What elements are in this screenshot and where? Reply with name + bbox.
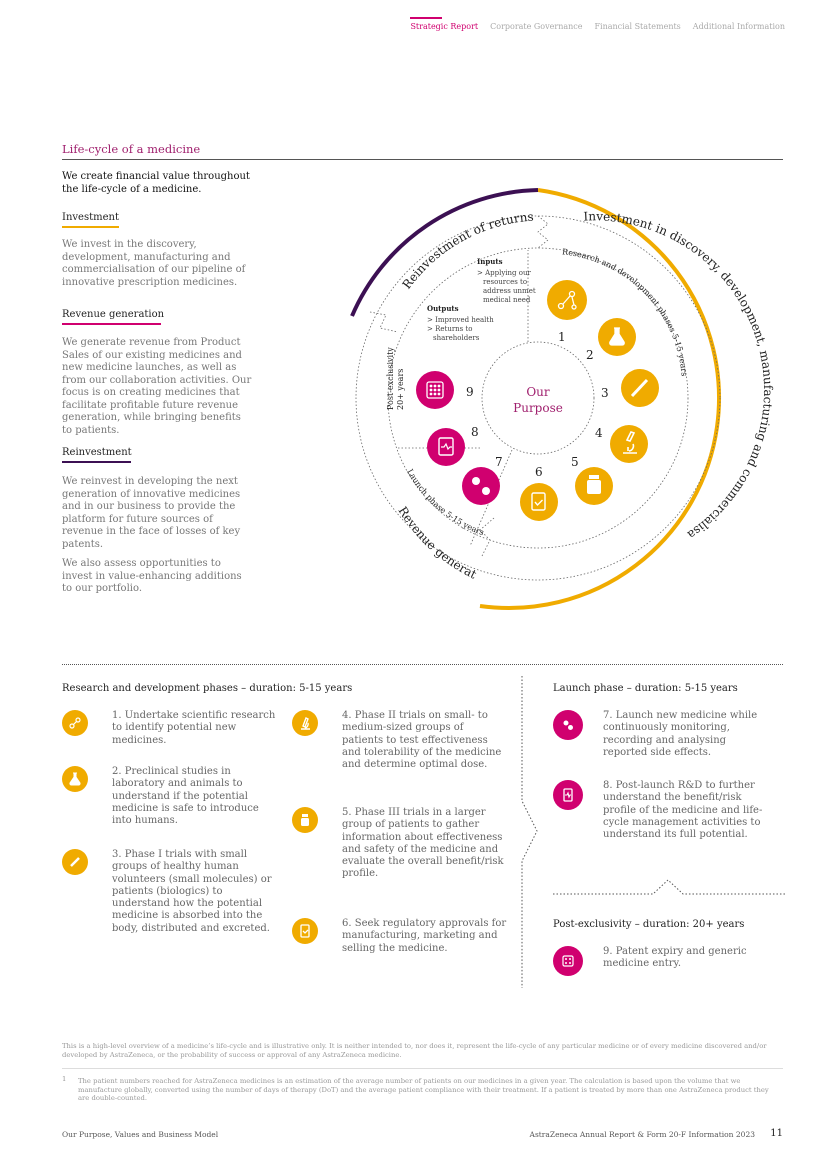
revenue-heading: Revenue generation — [62, 309, 165, 320]
stage-number-7: 7 — [495, 455, 503, 469]
rd-item-5: 5. Phase III trials in a larger group of… — [292, 807, 507, 881]
stage-number-9: 9 — [466, 385, 474, 399]
stage-3-syringe-icon — [621, 369, 659, 407]
revenue-body: We generate revenue from Product Sales o… — [62, 337, 252, 436]
launch-item-8-text: 8. Post-launch R&D to further understand… — [603, 780, 763, 841]
inputs-line-4: medical need — [483, 296, 531, 304]
center-our: Our — [526, 385, 550, 399]
outputs-title: Outputs — [427, 304, 459, 313]
inputs-title: Inputs — [477, 257, 503, 266]
medical-chart-icon — [553, 780, 583, 810]
launch-heading: Launch phase – duration: 5-15 years — [553, 683, 738, 694]
rd-item-1: 1. Undertake scientific research to iden… — [62, 710, 277, 747]
footnote-rule — [62, 1068, 783, 1069]
investment-heading: Investment — [62, 212, 119, 223]
stage-6-approval-document-icon — [520, 483, 558, 521]
footer-right: AstraZeneca Annual Report & Form 20-F In… — [529, 1130, 755, 1139]
flask-icon — [62, 766, 88, 792]
reinvestment-heading: Reinvestment — [62, 447, 132, 458]
inputs-line-2: resources to — [483, 278, 527, 286]
rd-item-2-text: 2. Preclinical studies in laboratory and… — [112, 766, 259, 827]
reinvestment-body-2: We also assess opportunities to invest i… — [62, 558, 242, 594]
stage-number-8: 8 — [471, 425, 479, 439]
rd-item-6-text: 6. Seek regulatory approvals for manufac… — [342, 918, 507, 954]
rd-item-4-text: 4. Phase II trials on small- to medium-s… — [342, 710, 502, 771]
stage-number-1: 1 — [558, 330, 566, 344]
post-heading: Post-exclusivity – duration: 20+ years — [553, 919, 745, 930]
rd-item-1-text: 1. Undertake scientific research to iden… — [112, 710, 276, 746]
investment-arc — [479, 188, 722, 610]
reinvestment-body-1: We reinvest in developing the next gener… — [62, 476, 241, 550]
rd-item-2: 2. Preclinical studies in laboratory and… — [62, 766, 277, 827]
reinvestment-arc — [350, 188, 539, 317]
column-divider — [521, 676, 538, 988]
inputs-line-1: > Applying our — [477, 269, 531, 277]
launch-item-8: 8. Post-launch R&D to further understand… — [553, 780, 773, 841]
outputs-line-1: > Improved health — [427, 316, 494, 324]
stage-number-2: 2 — [586, 348, 594, 362]
reinvestment-underline — [62, 461, 131, 463]
divider-left — [369, 311, 399, 333]
rd-heading: Research and development phases – durati… — [62, 683, 353, 694]
syringe-icon — [62, 849, 88, 875]
stage-number-5: 5 — [571, 455, 579, 469]
stage-5-pill-bottle-icon — [575, 467, 613, 505]
approval-document-icon — [292, 918, 318, 944]
footnote-mark: 1 — [62, 1075, 67, 1083]
stage-number-3: 3 — [601, 386, 609, 400]
outputs-line-3: shareholders — [433, 334, 480, 342]
stage-9-blister-pack-icon — [416, 371, 454, 409]
center-dotted-ring — [481, 341, 595, 455]
stage-4-microscope-icon — [610, 425, 648, 463]
stage-7-pills-icon — [462, 467, 500, 505]
stage-number-4: 4 — [595, 426, 603, 440]
nav-corporate-governance[interactable]: Corporate Governance — [490, 22, 583, 31]
section-title: Life-cycle of a medicine — [62, 142, 201, 156]
center-purpose: Purpose — [513, 401, 563, 415]
phases-top-divider — [62, 664, 783, 665]
ring-label-investment: Investment in discovery, development, ma… — [330, 180, 775, 542]
pill-bottle-icon — [292, 807, 318, 833]
inner-label-post-1: Post-exclusivity — [386, 347, 395, 410]
post-item-9: 9. Patent expiry and generic medicine en… — [553, 946, 773, 976]
section-rule — [62, 159, 783, 160]
revenue-underline — [62, 323, 161, 325]
stage-8-medical-chart-icon — [427, 428, 465, 466]
post-item-9-text: 9. Patent expiry and generic medicine en… — [603, 946, 747, 970]
divider-bottom — [479, 517, 495, 557]
investment-underline — [62, 226, 119, 228]
disclaimer: This is a high-level overview of a medic… — [62, 1042, 767, 1059]
stage-number-6: 6 — [535, 465, 543, 479]
middle-dotted-ring — [387, 247, 689, 549]
microscope-icon — [292, 710, 318, 736]
inner-label-post-2: 20+ years — [396, 369, 405, 410]
nav-financial-statements[interactable]: Financial Statements — [594, 22, 681, 31]
outer-dotted-ring — [355, 215, 721, 581]
footnote-text: The patient numbers reached for AstraZen… — [78, 1077, 769, 1102]
divider-top — [537, 215, 549, 249]
rd-item-3: 3. Phase I trials with small groups of h… — [62, 849, 277, 935]
launch-item-7-text: 7. Launch new medicine while continuousl… — [603, 710, 758, 758]
stage-2-flask-icon — [598, 318, 636, 356]
rd-item-5-text: 5. Phase III trials in a larger group of… — [342, 807, 504, 880]
launch-post-divider — [553, 879, 785, 895]
nav-additional-information[interactable]: Additional Information — [692, 22, 785, 31]
life-cycle-diagram: Reinvestment of returns Investment in di… — [330, 180, 775, 610]
footer-left: Our Purpose, Values and Business Model — [62, 1130, 219, 1139]
page-number: 11 — [770, 1128, 783, 1139]
rd-item-4: 4. Phase II trials on small- to medium-s… — [292, 710, 507, 771]
rd-item-6: 6. Seek regulatory approvals for manufac… — [292, 918, 507, 955]
launch-item-7: 7. Launch new medicine while continuousl… — [553, 710, 773, 759]
nav-strategic-report[interactable]: Strategic Report — [410, 17, 479, 31]
outputs-line-2: > Returns to — [427, 325, 473, 333]
inputs-line-3: address unmet — [483, 287, 536, 295]
rd-item-3-text: 3. Phase I trials with small groups of h… — [112, 849, 272, 934]
pills-icon — [553, 710, 583, 740]
top-navigation: Strategic Report Corporate Governance Fi… — [410, 17, 785, 31]
molecule-icon — [62, 710, 88, 736]
investment-body: We invest in the discovery, development,… — [62, 239, 246, 288]
blister-pack-icon — [553, 946, 583, 976]
stage-1-molecule-icon — [547, 280, 587, 320]
intro-lead: We create financial value throughout the… — [62, 171, 250, 195]
